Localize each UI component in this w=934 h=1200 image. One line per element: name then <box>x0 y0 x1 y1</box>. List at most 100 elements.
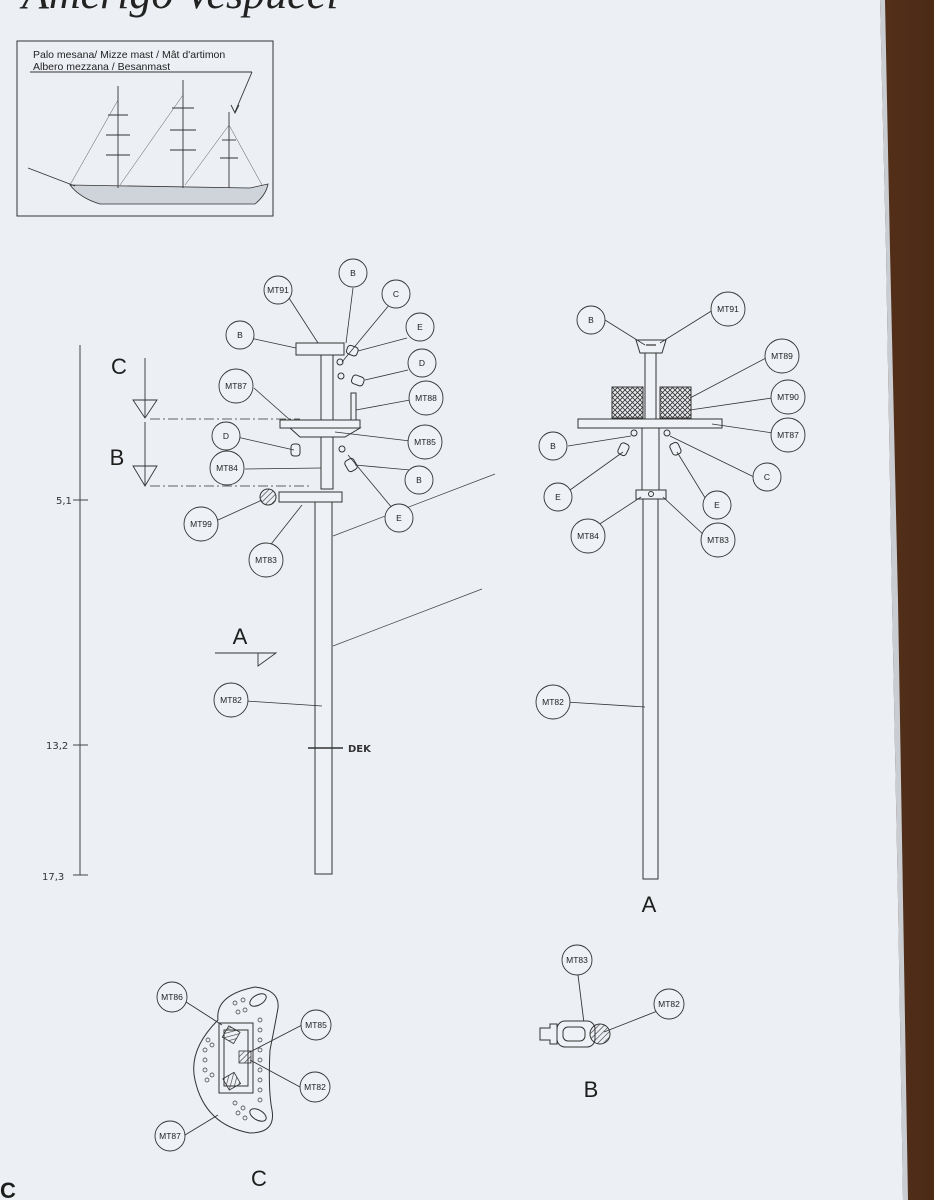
svg-text:MT87: MT87 <box>777 430 799 440</box>
paper-shadow <box>880 0 908 1200</box>
svg-text:MT82: MT82 <box>304 1082 326 1092</box>
svg-text:MT99: MT99 <box>190 519 212 529</box>
mt88-post <box>350 392 357 422</box>
view-label-b: B <box>584 1077 599 1102</box>
svg-text:MT85: MT85 <box>414 437 436 447</box>
svg-text:MT87: MT87 <box>159 1131 181 1141</box>
paper-sheet <box>0 0 903 1200</box>
section-mark-b: B <box>110 445 125 470</box>
measure-17-3: 17,3 <box>42 872 64 883</box>
callout-detail-c-mt87: MT87 <box>154 1120 186 1152</box>
callout-mt84: MT84 <box>209 450 245 486</box>
svg-text:D: D <box>223 431 229 441</box>
svg-text:MT87: MT87 <box>225 381 247 391</box>
callout-e-top: E <box>405 312 435 342</box>
svg-text:C: C <box>764 472 770 482</box>
mast-head <box>320 436 334 490</box>
callout-front-mt83: MT83 <box>700 522 736 558</box>
callout-detail-c-mt82: MT82 <box>299 1071 331 1103</box>
svg-text:MT82: MT82 <box>542 697 564 707</box>
mt83-cap <box>278 491 343 503</box>
mt85-trestle <box>288 427 362 438</box>
masthead-front <box>641 427 660 491</box>
ship-silhouette-icon <box>27 80 269 205</box>
svg-text:B: B <box>588 315 594 325</box>
svg-text:MT91: MT91 <box>267 285 289 295</box>
callout-front-mt91: MT91 <box>710 291 746 327</box>
svg-text:MT82: MT82 <box>658 999 680 1009</box>
mt82-front <box>642 498 659 880</box>
callout-front-mt87: MT87 <box>770 417 806 453</box>
svg-text:MT89: MT89 <box>771 351 793 361</box>
svg-text:MT85: MT85 <box>305 1020 327 1030</box>
inset-caption-line2: Albero mezzana / Besanmast <box>33 61 170 73</box>
svg-text:MT90: MT90 <box>777 392 799 402</box>
svg-text:MT83: MT83 <box>566 955 588 965</box>
page-title: Amerigo Vespucci <box>19 0 338 18</box>
callout-b-top: B <box>338 258 368 288</box>
callout-c: C <box>381 279 411 309</box>
measure-13-2: 13,2 <box>46 741 68 752</box>
svg-text:MT84: MT84 <box>577 531 599 541</box>
mt91-cap <box>295 342 345 356</box>
block-b <box>344 457 358 473</box>
callout-front-mt82: MT82 <box>535 684 571 720</box>
svg-text:D: D <box>419 358 425 368</box>
callout-mt83: MT83 <box>248 542 284 578</box>
callout-mt85: MT85 <box>407 424 443 460</box>
mt87-top-front <box>577 418 723 429</box>
view-label-c: C <box>251 1166 267 1191</box>
callout-e-low: E <box>384 503 414 533</box>
eyebolt-3 <box>338 445 346 453</box>
callout-front-b-top: B <box>576 305 606 335</box>
corner-mark-c: C <box>0 1178 16 1200</box>
detail-b: MT83 MT82 B <box>539 944 685 1102</box>
block-d <box>290 443 301 457</box>
callout-front-c: C <box>752 462 782 492</box>
svg-text:MT83: MT83 <box>707 535 729 545</box>
callout-front-e-right: E <box>702 490 732 520</box>
svg-text:MT83: MT83 <box>255 555 277 565</box>
mt82-lower-mast <box>314 501 333 875</box>
eyebolt-1 <box>336 358 344 366</box>
mast-front-view: B MT91 MT89 MT90 MT87 B C E E MT84 MT83 … <box>535 291 806 917</box>
block-left-front <box>617 442 630 457</box>
svg-text:E: E <box>396 513 402 523</box>
block-d-top <box>350 374 365 387</box>
svg-text:B: B <box>416 475 422 485</box>
topmast <box>320 354 334 421</box>
inset-panel: Palo mesana/ Mizze mast / Mât d'artimon … <box>16 40 274 217</box>
svg-text:B: B <box>237 330 243 340</box>
svg-text:MT86: MT86 <box>161 992 183 1002</box>
mt90-crosstree-grid <box>659 386 692 419</box>
callout-detail-c-mt86: MT86 <box>156 981 188 1013</box>
callout-detail-c-mt85: MT85 <box>300 1009 332 1041</box>
section-mark-c: C <box>111 354 127 379</box>
callout-mt91: MT91 <box>263 275 293 305</box>
callout-front-mt90: MT90 <box>770 379 806 415</box>
svg-text:B: B <box>550 441 556 451</box>
callout-detail-b-mt82: MT82 <box>653 988 685 1020</box>
callout-d-right: D <box>407 348 437 378</box>
measure-5-1: 5,1 <box>56 496 72 507</box>
svg-text:E: E <box>714 500 720 510</box>
callout-b-left: B <box>225 320 255 350</box>
callout-detail-b-mt83: MT83 <box>561 944 593 976</box>
svg-text:B: B <box>350 268 356 278</box>
svg-text:MT84: MT84 <box>216 463 238 473</box>
callout-b-low: B <box>404 465 434 495</box>
mt87-top <box>279 419 361 429</box>
mt91-front <box>635 339 667 354</box>
svg-text:MT91: MT91 <box>717 304 739 314</box>
svg-text:E: E <box>555 492 561 502</box>
detail-c: MT86 MT85 MT82 MT87 C <box>154 981 332 1191</box>
callout-mt99: MT99 <box>183 506 219 542</box>
mt99-section <box>259 488 277 506</box>
callout-d-left: D <box>211 421 241 451</box>
callout-front-mt89: MT89 <box>764 338 800 374</box>
callout-front-e-left: E <box>543 482 573 512</box>
callout-mt87: MT87 <box>218 368 254 404</box>
callout-mt82: MT82 <box>213 682 249 718</box>
svg-text:MT82: MT82 <box>220 695 242 705</box>
